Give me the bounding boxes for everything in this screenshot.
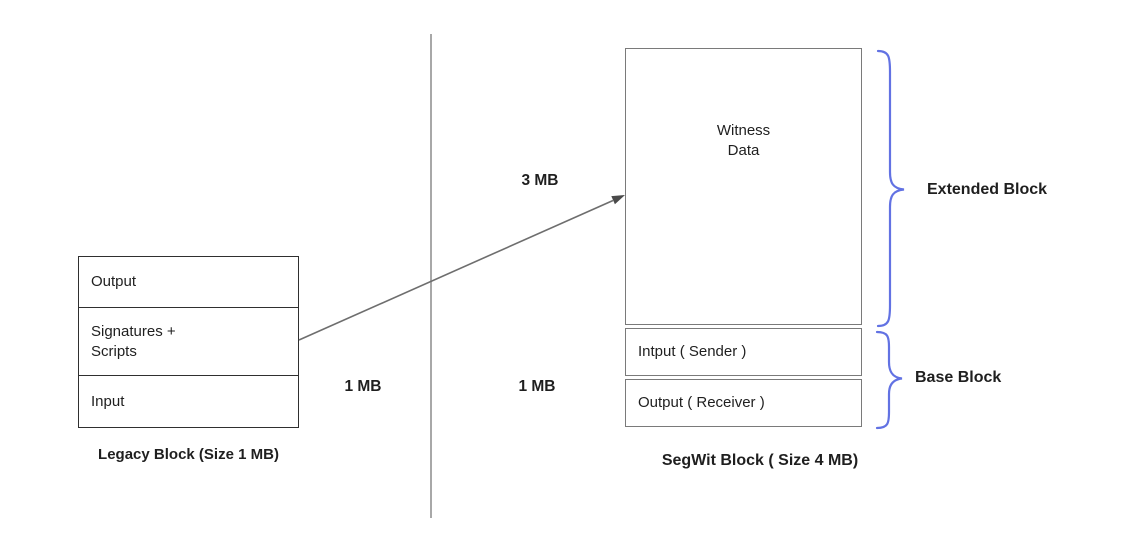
size-label-3mb: 3 MB [521,172,559,189]
extended-block-label: Extended Block [927,181,1048,198]
segwit-block-caption: SegWit Block ( Size 4 MB) [661,452,859,469]
base-block-brace [875,330,903,430]
legacy-block: Output Signatures + Scripts Input [78,256,299,428]
segwit-row-output-receiver-label: Output ( Receiver ) [638,394,765,411]
legacy-row-input: Input [78,375,299,428]
size-label-1mb-legacy: 1 MB [344,378,382,395]
divider-line [430,34,432,518]
legacy-block-caption: Legacy Block (Size 1 MB) [98,446,279,463]
segwit-witness-box: Witness Data [625,48,862,325]
legacy-row-input-label: Input [91,392,125,410]
legacy-row-signatures-scripts: Signatures + Scripts [78,306,299,377]
legacy-row-output: Output [78,256,299,308]
witness-data-label: Witness Data [716,122,771,159]
legacy-row-output-label: Output [91,273,137,290]
segwit-row-input-sender: Intput ( Sender ) [625,328,862,376]
segwit-row-input-sender-label: Intput ( Sender ) [638,343,747,360]
segwit-row-output-receiver: Output ( Receiver ) [625,379,862,427]
size-label-1mb-base: 1 MB [518,378,556,395]
legacy-row-signatures-scripts-label: Signatures + Scripts [91,322,176,360]
extended-block-brace [876,49,905,328]
base-block-label: Base Block [915,369,1002,386]
